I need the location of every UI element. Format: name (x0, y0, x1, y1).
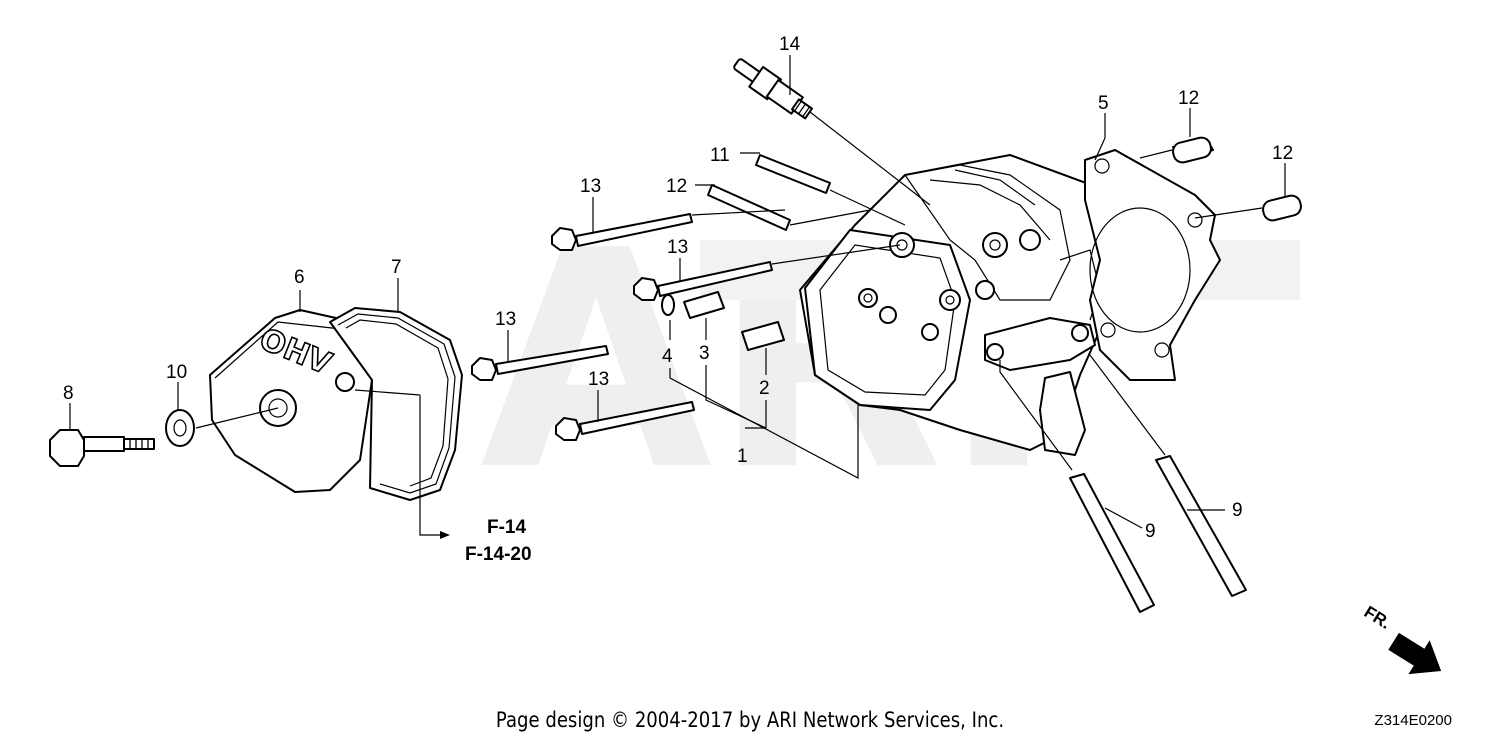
callout-13-b: 13 (667, 237, 688, 258)
callout-2: 2 (759, 378, 770, 399)
callout-4: 4 (662, 346, 673, 367)
spark-plug[interactable] (730, 53, 816, 123)
callout-7: 7 (391, 257, 402, 278)
reference-arrowhead (440, 531, 450, 539)
cylinder-head-bolt-3[interactable] (471, 345, 609, 381)
callout-12-upper: 12 (1178, 88, 1199, 109)
callout-9-right: 9 (1232, 500, 1243, 521)
cylinder-head[interactable] (799, 154, 1116, 456)
o-ring-part-4[interactable] (661, 294, 675, 316)
dowel-pin-lower[interactable] (1261, 194, 1303, 223)
cylinder-head-bolt-1[interactable] (551, 213, 693, 251)
callout-6: 6 (294, 267, 305, 288)
diagram-code: Z314E0200 (1374, 712, 1452, 729)
callout-5: 5 (1098, 93, 1109, 114)
callout-1: 1 (737, 446, 748, 467)
reference-f-14[interactable]: F-14 (487, 517, 527, 538)
copyright-footer: Page design © 2004-2017 by ARI Network S… (495, 708, 1005, 732)
reference-f-14-20[interactable]: F-14-20 (465, 544, 532, 565)
callout-10: 10 (166, 362, 187, 383)
callout-11-lower: 12 (666, 176, 687, 197)
front-direction-label: FR. (1361, 602, 1394, 633)
front-direction-indicator: FR. (1361, 602, 1442, 675)
front-arrow-icon (1388, 632, 1442, 675)
leader-lines (69, 55, 1286, 539)
callout-14: 14 (779, 34, 801, 55)
cylinder-head-bolt-2[interactable] (633, 261, 773, 301)
head-gasket[interactable] (1084, 149, 1221, 381)
callout-13-c: 13 (495, 309, 516, 330)
stud-bolt-lower[interactable] (707, 184, 791, 231)
head-cover-bolt[interactable] (49, 429, 155, 467)
callout-8: 8 (63, 383, 74, 404)
callout-13-d: 13 (588, 369, 609, 390)
cylinder-head-bolt-4[interactable] (555, 401, 695, 441)
head-cover[interactable]: OHV (209, 309, 373, 493)
stud-bolt-upper[interactable] (755, 154, 831, 194)
stud-bolt-long-left[interactable] (1069, 473, 1155, 613)
callout-13-a: 13 (580, 176, 601, 197)
dowel-pin-upper[interactable] (1171, 136, 1214, 165)
sealing-washer[interactable] (165, 409, 195, 447)
callout-12-lower: 12 (1272, 143, 1293, 164)
stud-bolt-long-right[interactable] (1155, 455, 1247, 597)
callout-9-left: 9 (1145, 521, 1156, 542)
dowel-part-3[interactable] (683, 291, 725, 319)
dowel-part-2[interactable] (741, 321, 785, 351)
callout-11-upper: 11 (710, 145, 730, 166)
callout-labels: 14 11 12 13 13 13 13 5 12 12 4 3 2 1 6 7… (63, 34, 1293, 542)
callout-3: 3 (699, 343, 710, 364)
head-cover-gasket[interactable] (329, 307, 463, 501)
